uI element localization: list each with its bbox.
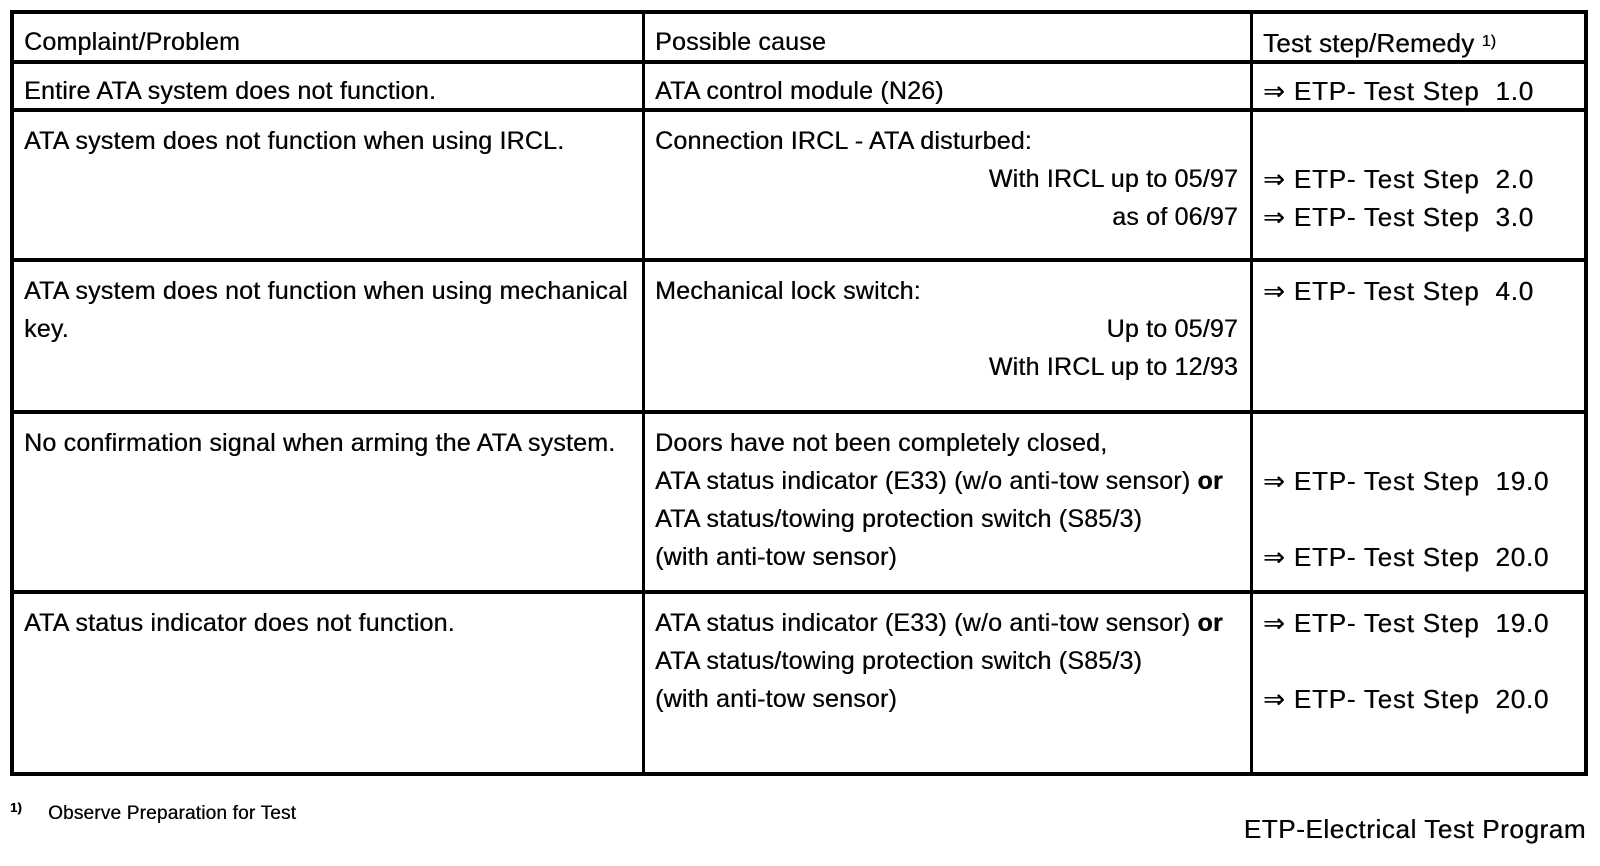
legend-etp-abbreviation: ETP-Electrical Test Program [1243,814,1586,844]
cause-line: ATA control module (N26) [655,77,944,105]
table-row: ATA system does not function when using … [14,112,1584,262]
remedy-line: ⇒ ETP- Test Step 4.0 [1263,272,1574,310]
cause-line: Connection IRCL - ATA disturbed: [655,127,1032,155]
remedy-step-number: 2.0 [1495,164,1534,194]
table-row: ATA status indicator does not function. … [14,594,1584,772]
remedy-step-number: 19.0 [1495,466,1550,496]
arrow-right-icon: ⇒ [1263,164,1285,194]
cause-line-text: ATA status indicator (E33) (w/o anti-tow… [655,609,1198,637]
remedy-label: ETP- Test Step [1293,542,1480,572]
remedy-line: ⇒ ETP- Test Step 20.0 [1263,680,1574,718]
cause-line: (with anti-tow sensor) [655,543,897,571]
cause-cell: ATA control module (N26) [645,64,1253,108]
arrow-right-icon: ⇒ [1263,202,1285,232]
header-remedy-label: Test step/Remedy [1263,28,1475,58]
remedy-label: ETP- Test Step [1293,466,1480,496]
cause-line: Mechanical lock switch: [655,277,921,305]
cause-cell: ATA status indicator (E33) (w/o anti-tow… [645,594,1253,772]
cause-line: ATA status/towing protection switch (S85… [655,647,1143,675]
remedy-line: ⇒ ETP- Test Step 20.0 [1263,538,1574,576]
arrow-right-icon: ⇒ [1263,76,1285,106]
complaint-cell: ATA status indicator does not function. [14,594,645,772]
remedy-line: ⇒ ETP- Test Step 1.0 [1263,72,1574,108]
complaint-cell: ATA system does not function when using … [14,262,645,410]
remedy-line: ⇒ ETP- Test Step 19.0 [1263,462,1574,500]
remedy-cell: ⇒ ETP- Test Step 19.0 ⇒ ETP- Test Step 2… [1253,594,1584,772]
remedy-line: ⇒ ETP- Test Step 2.0 [1263,160,1574,198]
remedy-step-number: 19.0 [1495,608,1550,638]
arrow-right-icon: ⇒ [1263,542,1285,572]
footnote: 1) Observe Preparation for Test [10,800,296,825]
complaint-cell: No confirmation signal when arming the A… [14,414,645,590]
remedy-label: ETP- Test Step [1293,76,1480,106]
troubleshooting-table: Complaint/Problem Possible cause Test st… [10,10,1588,776]
remedy-step-number: 20.0 [1495,542,1550,572]
remedy-line: ⇒ ETP- Test Step 19.0 [1263,604,1574,642]
arrow-right-icon: ⇒ [1263,276,1285,306]
cause-line-bold-or: or [1197,467,1223,495]
header-remedy: Test step/Remedy 1) [1253,14,1584,60]
cause-line: (with anti-tow sensor) [655,685,897,713]
remedy-label: ETP- Test Step [1293,684,1480,714]
remedy-step-number: 20.0 [1495,684,1550,714]
remedy-label: ETP- Test Step [1293,276,1480,306]
table-row: No confirmation signal when arming the A… [14,414,1584,594]
footnote-marker: 1) [10,800,22,815]
cause-line: ATA status indicator (E33) (w/o anti-tow… [655,604,1240,642]
table-row: Entire ATA system does not function. ATA… [14,64,1584,112]
cause-cell: Doors have not been completely closed, A… [645,414,1253,590]
complaint-cell: ATA system does not function when using … [14,112,645,258]
header-cause: Possible cause [645,14,1253,60]
remedy-label: ETP- Test Step [1293,164,1480,194]
cause-line-date-qualifier: as of 06/97 [1112,203,1238,231]
arrow-right-icon: ⇒ [1263,684,1285,714]
cause-line: ATA status indicator (E33) (w/o anti-tow… [655,462,1240,500]
cause-line: ATA status/towing protection switch (S85… [655,505,1143,533]
remedy-label: ETP- Test Step [1293,202,1480,232]
cause-line-bold-or: or [1197,609,1223,637]
spacer [1263,424,1574,462]
remedy-cell: ⇒ ETP- Test Step 1.0 [1253,64,1584,108]
cause-line: Doors have not been completely closed, [655,429,1108,457]
table-header-row: Complaint/Problem Possible cause Test st… [14,14,1584,64]
cause-line-text: ATA status indicator (E33) (w/o anti-tow… [655,467,1198,495]
remedy-label: ETP- Test Step [1293,608,1480,638]
remedy-step-number: 3.0 [1495,202,1534,232]
cause-cell: Connection IRCL - ATA disturbed: With IR… [645,112,1253,258]
header-complaint: Complaint/Problem [14,14,645,60]
table-row: ATA system does not function when using … [14,262,1584,414]
cause-cell: Mechanical lock switch: Up to 05/97 With… [645,262,1253,410]
remedy-line: ⇒ ETP- Test Step 3.0 [1263,198,1574,236]
cause-line-date-qualifier: With IRCL up to 12/93 [988,353,1238,381]
remedy-cell: ⇒ ETP- Test Step 4.0 [1253,262,1584,410]
arrow-right-icon: ⇒ [1263,466,1285,496]
spacer [1263,122,1574,160]
spacer [1263,500,1574,538]
cause-line-date-qualifier: With IRCL up to 05/97 [988,165,1238,193]
arrow-right-icon: ⇒ [1263,608,1285,638]
footnote-text: Observe Preparation for Test [47,803,297,824]
remedy-cell: ⇒ ETP- Test Step 19.0 ⇒ ETP- Test Step 2… [1253,414,1584,590]
remedy-step-number: 1.0 [1495,76,1534,106]
remedy-step-number: 4.0 [1495,276,1534,306]
footnote-ref-icon: 1) [1481,33,1496,50]
cause-line-date-qualifier: Up to 05/97 [1106,315,1238,343]
remedy-cell: ⇒ ETP- Test Step 2.0 ⇒ ETP- Test Step 3.… [1253,112,1584,258]
spacer [1263,642,1574,680]
complaint-cell: Entire ATA system does not function. [14,64,645,108]
